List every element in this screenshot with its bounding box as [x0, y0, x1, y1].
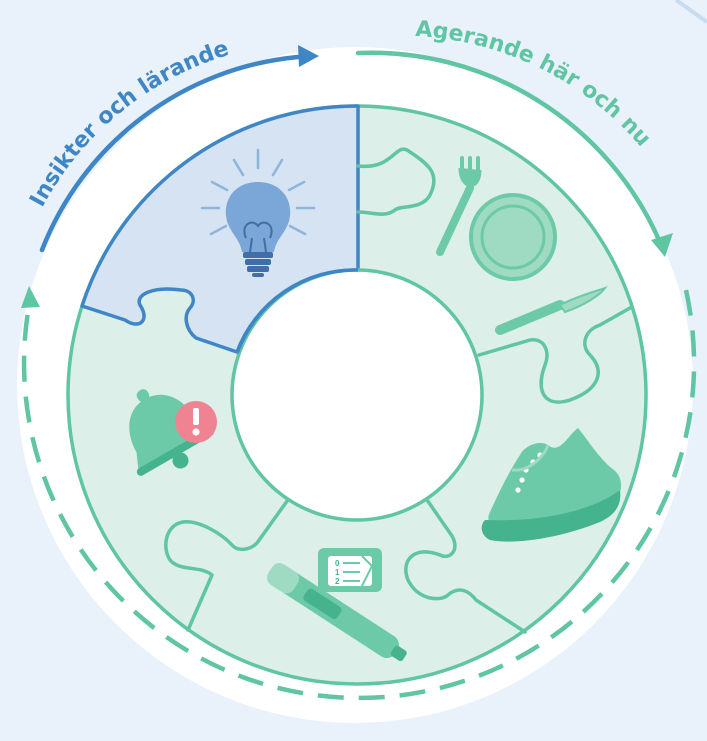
insulin-alarm-boundary: [164, 495, 292, 632]
center-hole-blue-arc: [235, 268, 359, 354]
teal-left-arrowhead: [21, 286, 40, 308]
exercise-insulin-boundary: [404, 495, 527, 634]
meal-exercise-boundary: [477, 306, 632, 404]
piece-boundaries: [164, 147, 632, 634]
insulin-pen-icon: 0 1 2: [266, 548, 407, 662]
alarm-bell-icon: [129, 389, 217, 476]
fork-plate-knife-icon: [436, 156, 608, 335]
teal-solid-arc: [355, 50, 662, 243]
outer-cycle-arrows: [21, 45, 697, 701]
teal-dashed-arc: [21, 289, 697, 701]
center-hole: [230, 268, 484, 522]
blue-solid-arc: [39, 54, 301, 253]
lightbulb-icon: [200, 148, 316, 277]
dose-mark-1: 1: [335, 568, 340, 577]
corner-decoration: [674, 0, 707, 24]
meal-knob: [356, 147, 436, 216]
sneaker-icon: [481, 428, 622, 542]
dose-mark-2: 2: [335, 577, 340, 586]
dose-mark-0: 0: [335, 559, 340, 568]
teal-right-arrowhead: [651, 233, 673, 257]
blue-arrowhead: [298, 45, 319, 67]
